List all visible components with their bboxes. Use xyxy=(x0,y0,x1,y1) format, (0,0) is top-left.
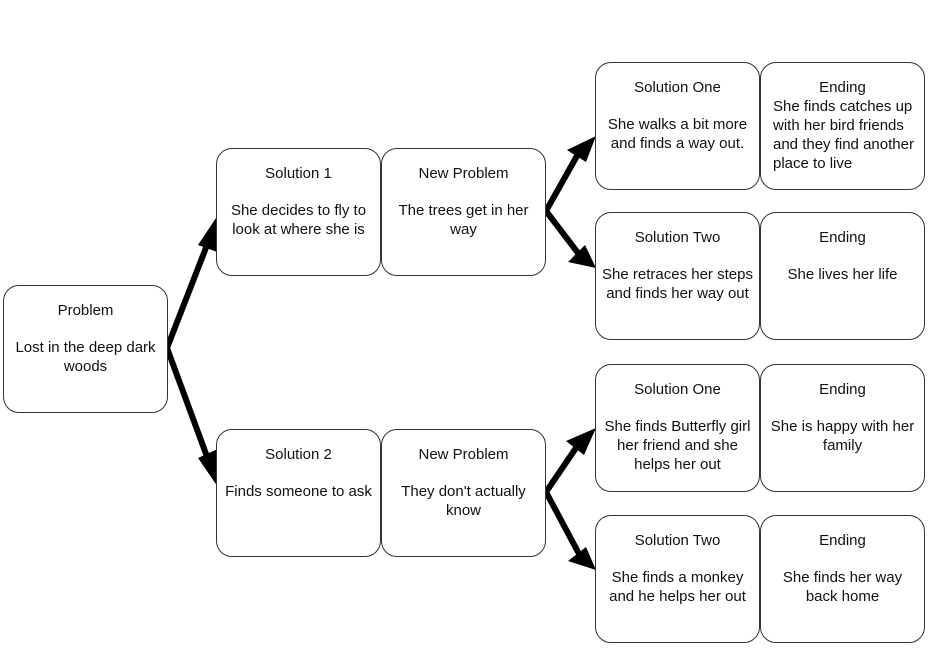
b2-ending-one-body: She is happy with her family xyxy=(770,418,915,454)
new-problem-2-body: They don't actually know xyxy=(401,483,526,519)
new-problem-2-title: New Problem xyxy=(418,446,509,463)
b2-solution-two-body: She finds a monkey and he helps her out xyxy=(609,569,746,605)
b2-solution-two-box: Solution Two She finds a monkey and he h… xyxy=(595,515,760,643)
arrow-np2-to-solution-one xyxy=(543,442,581,495)
arrow-np1-to-solution-two xyxy=(543,208,581,256)
problem-body: Lost in the deep dark woods xyxy=(15,339,156,375)
problem-title: Problem xyxy=(57,302,114,319)
b1-solution-two-box: Solution Two She retraces her steps and … xyxy=(595,212,760,340)
b2-solution-one-title: Solution One xyxy=(634,381,721,398)
b2-ending-two-box: Ending She finds her way back home xyxy=(760,515,925,643)
b1-ending-one-body: She finds catches up with her bird frien… xyxy=(773,98,914,172)
arrow-np2-to-solution-two xyxy=(543,489,581,555)
arrowhead-b1-solution-one xyxy=(567,136,596,162)
new-problem-2-box: New Problem They don't actually know xyxy=(381,429,546,557)
arrowhead-b1-solution-two xyxy=(568,245,596,268)
solution-1-title: Solution 1 xyxy=(265,165,332,182)
arrow-problem-to-solution-1 xyxy=(164,237,212,351)
arrowhead-b2-solution-two xyxy=(568,547,596,570)
solution-2-box: Solution 2 Finds someone to ask xyxy=(216,429,381,557)
arrowhead-solution-1 xyxy=(198,212,220,253)
solution-2-body: Finds someone to ask xyxy=(225,483,372,500)
new-problem-1-box: New Problem The trees get in her way xyxy=(381,148,546,276)
b1-ending-one-title: Ending xyxy=(819,79,866,96)
b1-ending-one-box: Ending She finds catches up with her bir… xyxy=(760,62,925,190)
b2-ending-one-box: Ending She is happy with her family xyxy=(760,364,925,492)
arrow-problem-to-solution-2 xyxy=(164,345,212,465)
b2-ending-two-title: Ending xyxy=(819,532,866,549)
b1-solution-one-body: She walks a bit more and finds a way out… xyxy=(607,116,748,152)
arrowhead-b2-solution-one xyxy=(566,428,596,455)
b2-ending-two-body: She finds her way back home xyxy=(782,569,903,605)
solution-1-body: She decides to fly to look at where she … xyxy=(230,202,367,238)
arrow-np1-to-solution-one xyxy=(543,151,581,214)
b1-solution-two-body: She retraces her steps and finds her way… xyxy=(602,266,753,302)
b1-solution-one-box: Solution One She walks a bit more and fi… xyxy=(595,62,760,190)
b1-solution-two-title: Solution Two xyxy=(634,229,721,246)
problem-box: Problem Lost in the deep dark woods xyxy=(3,285,168,413)
solution-1-box: Solution 1 She decides to fly to look at… xyxy=(216,148,381,276)
b2-solution-two-title: Solution Two xyxy=(634,532,721,549)
b1-solution-one-title: Solution One xyxy=(634,79,721,96)
b1-ending-two-box: Ending She lives her life xyxy=(760,212,925,340)
new-problem-1-body: The trees get in her way xyxy=(398,202,529,238)
b2-ending-one-title: Ending xyxy=(819,381,866,398)
solution-2-title: Solution 2 xyxy=(265,446,332,463)
new-problem-1-title: New Problem xyxy=(418,165,509,182)
b1-ending-two-title: Ending xyxy=(819,229,866,246)
arrowhead-solution-2 xyxy=(198,448,220,490)
b2-solution-one-box: Solution One She finds Butterfly girl he… xyxy=(595,364,760,492)
b1-ending-two-body: She lives her life xyxy=(787,266,898,283)
b2-solution-one-body: She finds Butterfly girl her friend and … xyxy=(604,418,751,473)
